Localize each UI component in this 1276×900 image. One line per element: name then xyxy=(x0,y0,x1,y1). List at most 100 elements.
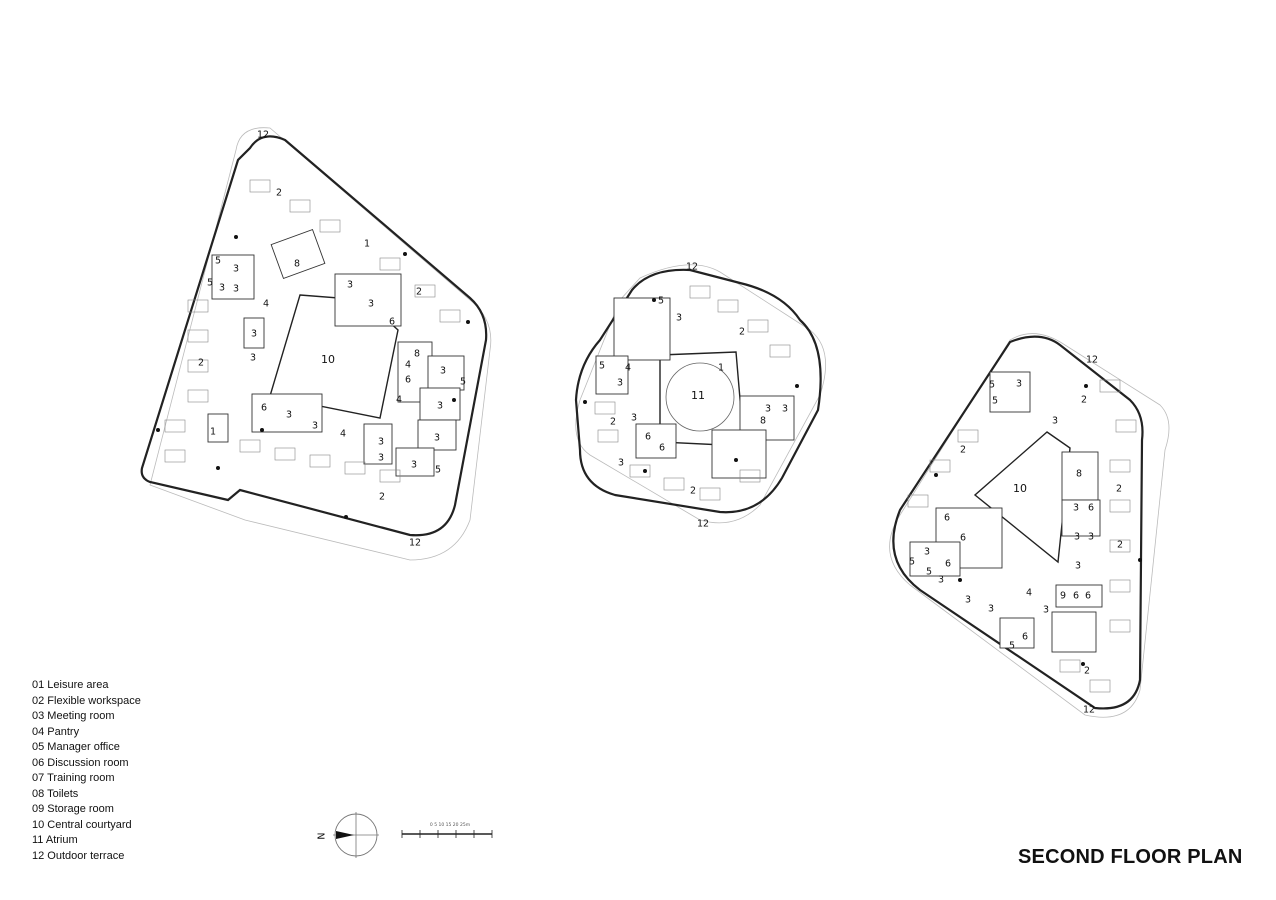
label-center-2: 2 xyxy=(739,327,745,338)
label-left-3k: 3 xyxy=(312,421,318,432)
label-center-5b: 5 xyxy=(599,361,605,372)
legend-item: 08 Toilets xyxy=(32,787,79,800)
label-center-2b: 2 xyxy=(610,417,616,428)
label-left-5b: 5 xyxy=(207,278,213,289)
label-right-2d: 2 xyxy=(1117,540,1123,551)
label-right-3: 3 xyxy=(1016,379,1022,390)
label-center-5: 5 xyxy=(658,296,664,307)
label-right-6b: 6 xyxy=(944,513,950,524)
label-left-3i: 3 xyxy=(437,401,443,412)
label-right-3c: 3 xyxy=(1073,503,1079,514)
legend-item: 06 Discussion room xyxy=(32,756,129,769)
label-right-3g: 3 xyxy=(1075,561,1081,572)
label-center-3e: 3 xyxy=(631,413,637,424)
label-right-5c: 5 xyxy=(909,557,915,568)
scale-bar: 0 5 10 15 20 25m xyxy=(401,822,493,838)
label-left-3: 3 xyxy=(233,264,239,275)
label-left-4c: 4 xyxy=(396,395,402,406)
label-center-3d: 3 xyxy=(782,404,788,415)
legend-item: 09 Storage room xyxy=(32,803,114,815)
label-center-4: 4 xyxy=(625,363,631,374)
label-left-12-top: 12 xyxy=(257,130,269,141)
label-right-4: 4 xyxy=(1026,588,1032,599)
label-left-3o: 3 xyxy=(378,453,384,464)
label-left-2d: 2 xyxy=(379,492,385,503)
label-center-3f: 3 xyxy=(618,458,624,469)
legend-item: 12 Outdoor terrace xyxy=(32,849,125,862)
label-right-3b: 3 xyxy=(1052,416,1058,427)
label-left-3b: 3 xyxy=(233,284,239,295)
label-left-3e: 3 xyxy=(368,299,374,310)
label-right-5e: 5 xyxy=(1009,641,1015,652)
label-right-6g: 6 xyxy=(1022,632,1028,643)
label-left-3d: 3 xyxy=(347,280,353,291)
page-title: SECOND FLOOR PLAN xyxy=(1018,846,1243,868)
label-right-2: 2 xyxy=(1081,395,1087,406)
label-left-5d: 5 xyxy=(435,465,441,476)
label-center-12-top: 12 xyxy=(686,262,698,273)
legend: 01 Leisure area 02 Flexible workspace 03… xyxy=(32,678,141,864)
label-right-12-bottom: 12 xyxy=(1083,705,1095,716)
label-right-6e: 6 xyxy=(1073,591,1079,602)
left-building: 12 2 1 8 5 3 3 5 3 4 3 3 3 2 6 8 4 6 5 3… xyxy=(140,127,492,561)
label-center-3b: 3 xyxy=(617,378,623,389)
label-right-3k: 3 xyxy=(988,604,994,615)
label-left-3l: 3 xyxy=(434,433,440,444)
label-left-2b: 2 xyxy=(416,287,422,298)
label-right-2c: 2 xyxy=(1116,484,1122,495)
label-right-5d: 5 xyxy=(926,567,932,578)
label-left-4: 4 xyxy=(263,299,269,310)
legend-item: 03 Meeting room xyxy=(32,710,115,722)
label-left-4b: 4 xyxy=(405,360,411,371)
label-center-2c: 2 xyxy=(690,486,696,497)
label-left-1: 1 xyxy=(364,239,370,250)
central-courtyard-right xyxy=(973,431,1071,564)
label-right-6f: 6 xyxy=(1085,591,1091,602)
label-right-5: 5 xyxy=(989,380,995,391)
right-building: 12 5 3 2 5 3 2 10 8 3 6 2 3 6 3 6 5 3 6 … xyxy=(889,333,1170,718)
label-right-3e: 3 xyxy=(1088,532,1094,543)
label-right-3i: 3 xyxy=(965,595,971,606)
label-left-3c: 3 xyxy=(219,283,225,294)
legend-item: 02 Flexible workspace xyxy=(32,694,141,707)
label-center-12-bottom: 12 xyxy=(697,519,709,530)
legend-item: 11 Atrium xyxy=(32,834,78,846)
label-left-3j: 3 xyxy=(286,410,292,421)
label-right-6d: 6 xyxy=(945,559,951,570)
label-left-12-bottom: 12 xyxy=(409,538,421,549)
label-right-5b: 5 xyxy=(992,396,998,407)
north-arrow: N xyxy=(317,812,379,858)
label-left-8: 8 xyxy=(294,259,300,270)
label-left-2: 2 xyxy=(276,188,282,199)
label-right-3f: 3 xyxy=(924,547,930,558)
label-left-3n: 3 xyxy=(411,460,417,471)
label-right-3j: 3 xyxy=(1043,605,1049,616)
label-right-8: 8 xyxy=(1076,469,1082,480)
label-right-3d: 3 xyxy=(1074,532,1080,543)
label-left-3f: 3 xyxy=(251,329,257,340)
label-left-3m: 3 xyxy=(378,437,384,448)
legend-item: 07 Training room xyxy=(32,772,115,784)
label-right-12-top: 12 xyxy=(1086,355,1098,366)
label-center-3: 3 xyxy=(676,313,682,324)
label-left-5c: 5 xyxy=(460,377,466,388)
label-right-3h: 3 xyxy=(938,575,944,586)
north-label: N xyxy=(317,832,328,839)
label-center-1: 1 xyxy=(718,363,724,374)
label-right-9: 9 xyxy=(1060,591,1066,602)
label-center-3c: 3 xyxy=(765,404,771,415)
label-center-6b: 6 xyxy=(659,443,665,454)
label-left-10: 10 xyxy=(321,353,335,366)
label-left-6b: 6 xyxy=(405,375,411,386)
label-right-6: 6 xyxy=(1088,503,1094,514)
label-right-10: 10 xyxy=(1013,482,1027,495)
legend-item: 01 Leisure area xyxy=(32,679,109,691)
center-building: 12 5 3 2 5 4 3 1 11 3 8 3 3 2 6 6 3 2 12 xyxy=(574,262,826,530)
label-left-3g: 3 xyxy=(440,366,446,377)
label-center-11: 11 xyxy=(691,389,705,402)
label-left-8b: 8 xyxy=(414,349,420,360)
scale-label: 0 5 10 15 20 25m xyxy=(430,822,470,828)
legend-item: 04 Pantry xyxy=(32,725,80,738)
label-left-6: 6 xyxy=(389,317,395,328)
legend-item: 10 Central courtyard xyxy=(32,818,132,831)
